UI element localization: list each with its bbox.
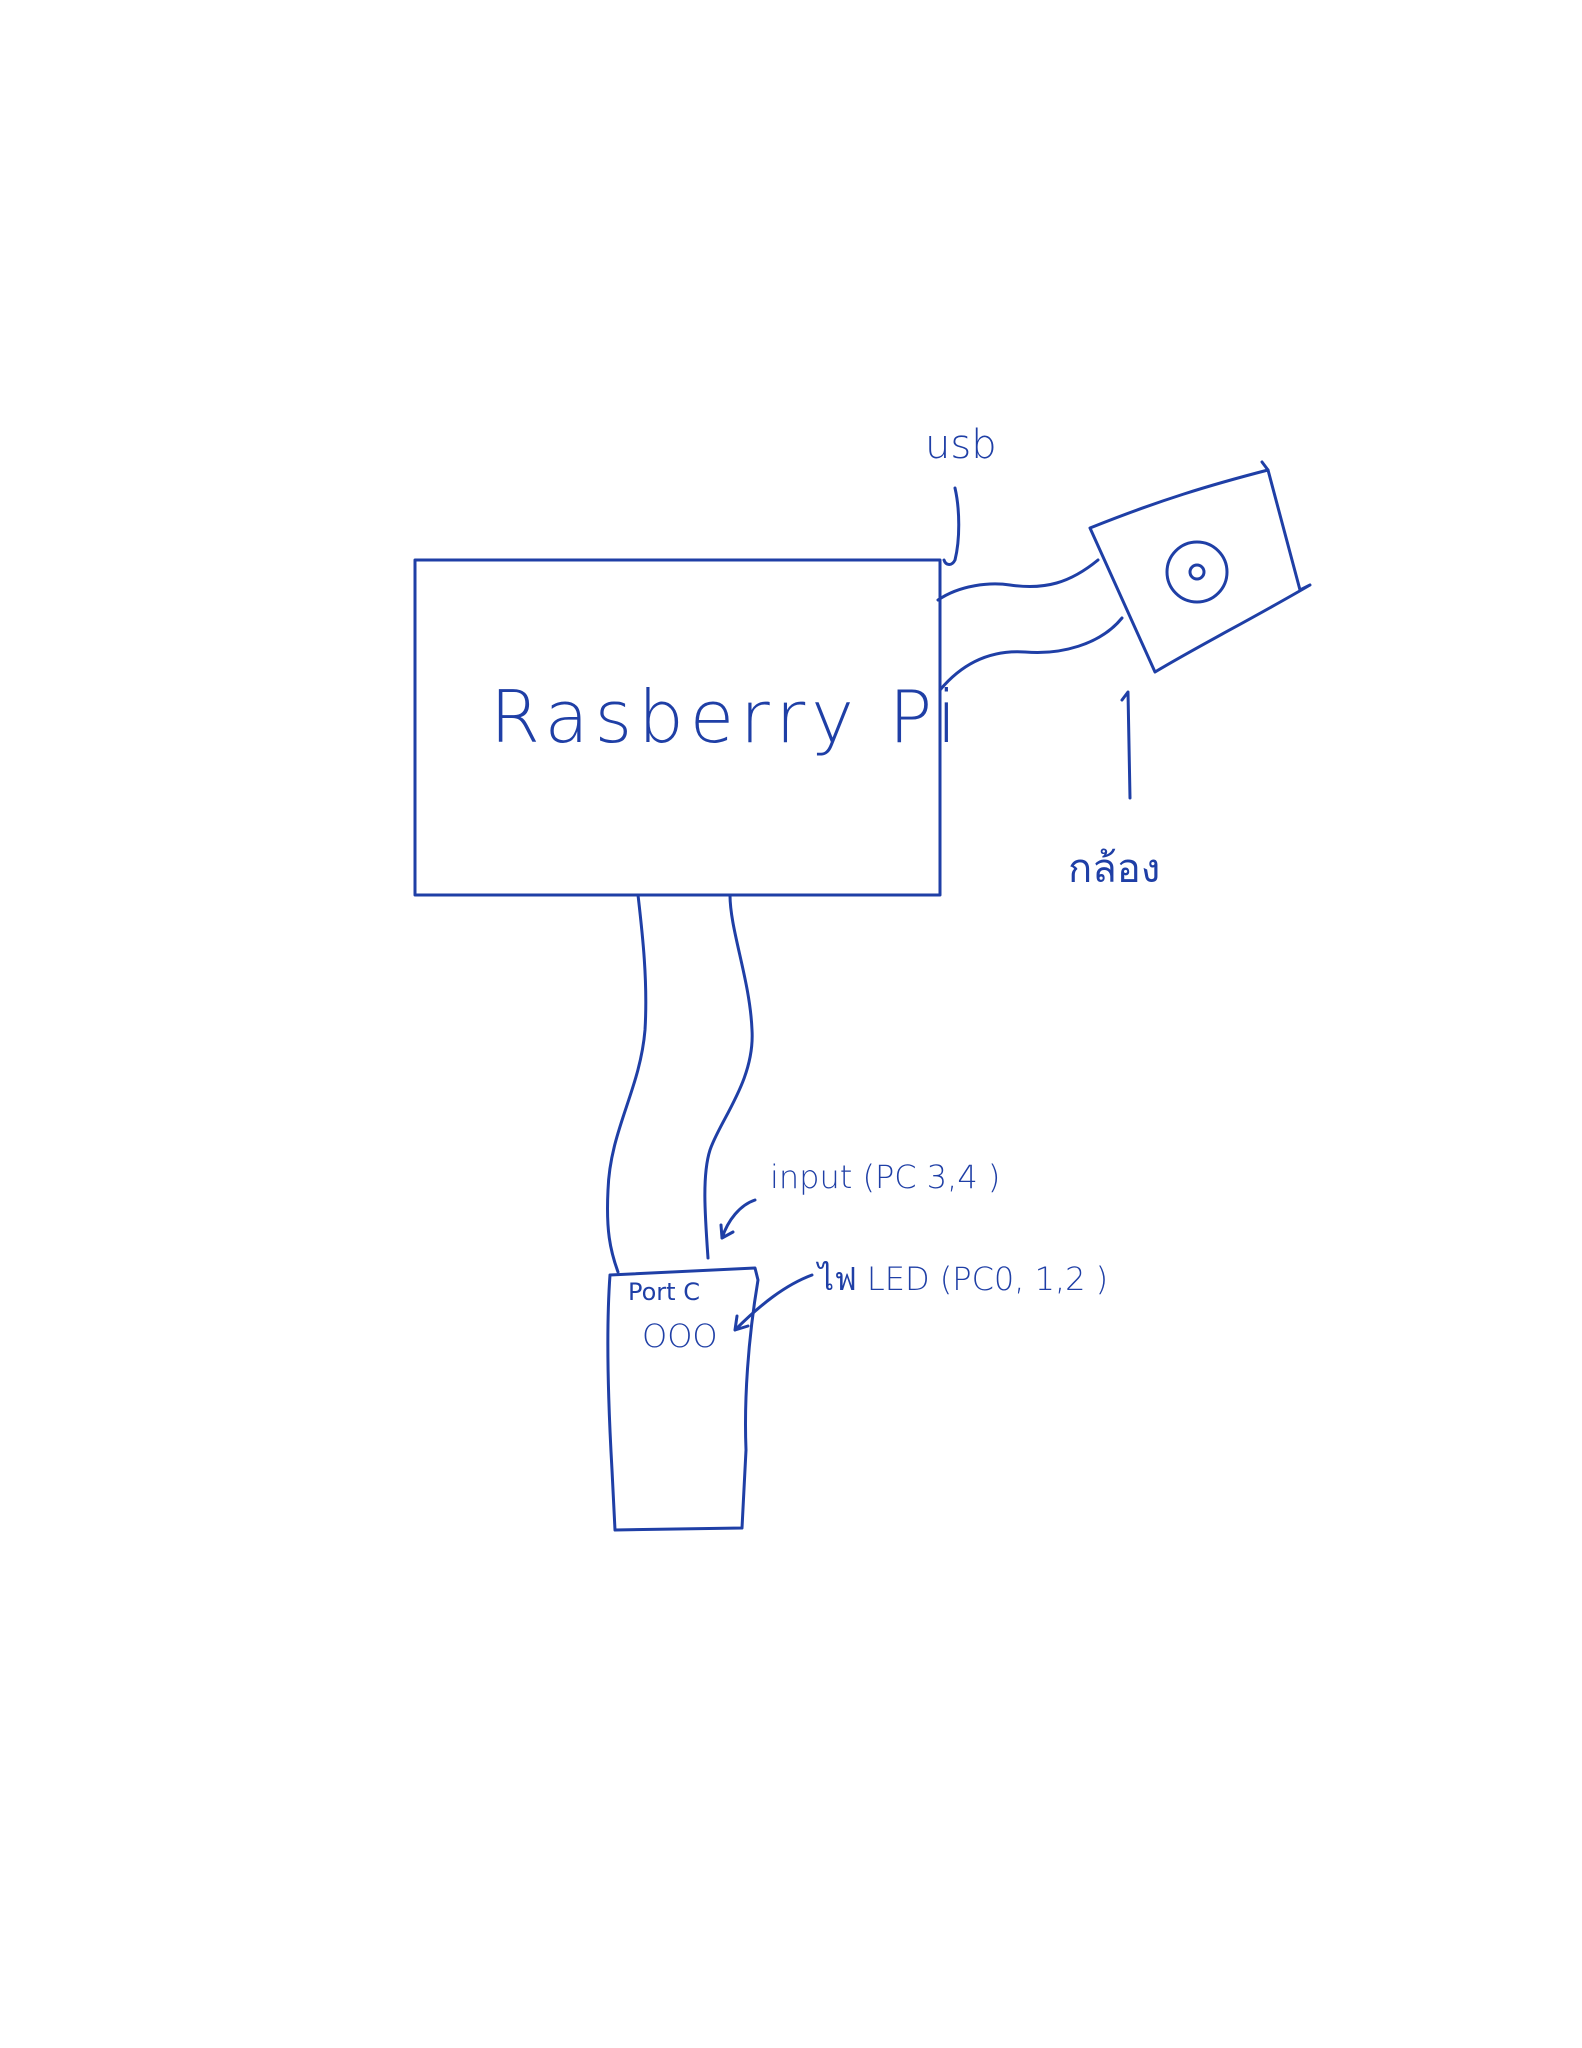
led-label: ไฟ LED (PC0, 1,2 ) [815,1260,1108,1298]
camera-lens-inner [1188,563,1206,581]
raspberry-pi-label: Rasberry Pi [490,675,963,759]
usb-label: usb [925,422,997,468]
led-arrow [733,1273,814,1332]
camera-cable-1 [936,558,1100,602]
port-c-label: Port C [628,1278,700,1306]
raspberry-pi-box [413,558,942,897]
port-c-cable-1 [606,893,648,1274]
camera-label: กล้อง [1068,846,1160,892]
port-c-leds: OOO [642,1317,718,1355]
camera-cable-2 [938,616,1124,692]
usb-leader-line [942,486,961,566]
camera-body [1088,468,1312,674]
port-c-cable-2 [703,893,754,1260]
camera-lens-outer [1165,540,1229,604]
camera-pointer [1120,690,1132,800]
port-c-board [606,1266,760,1532]
input-arrow [719,1198,757,1240]
input-label: input (PC 3,4 ) [770,1158,1000,1196]
camera-body-corner [1260,460,1270,472]
